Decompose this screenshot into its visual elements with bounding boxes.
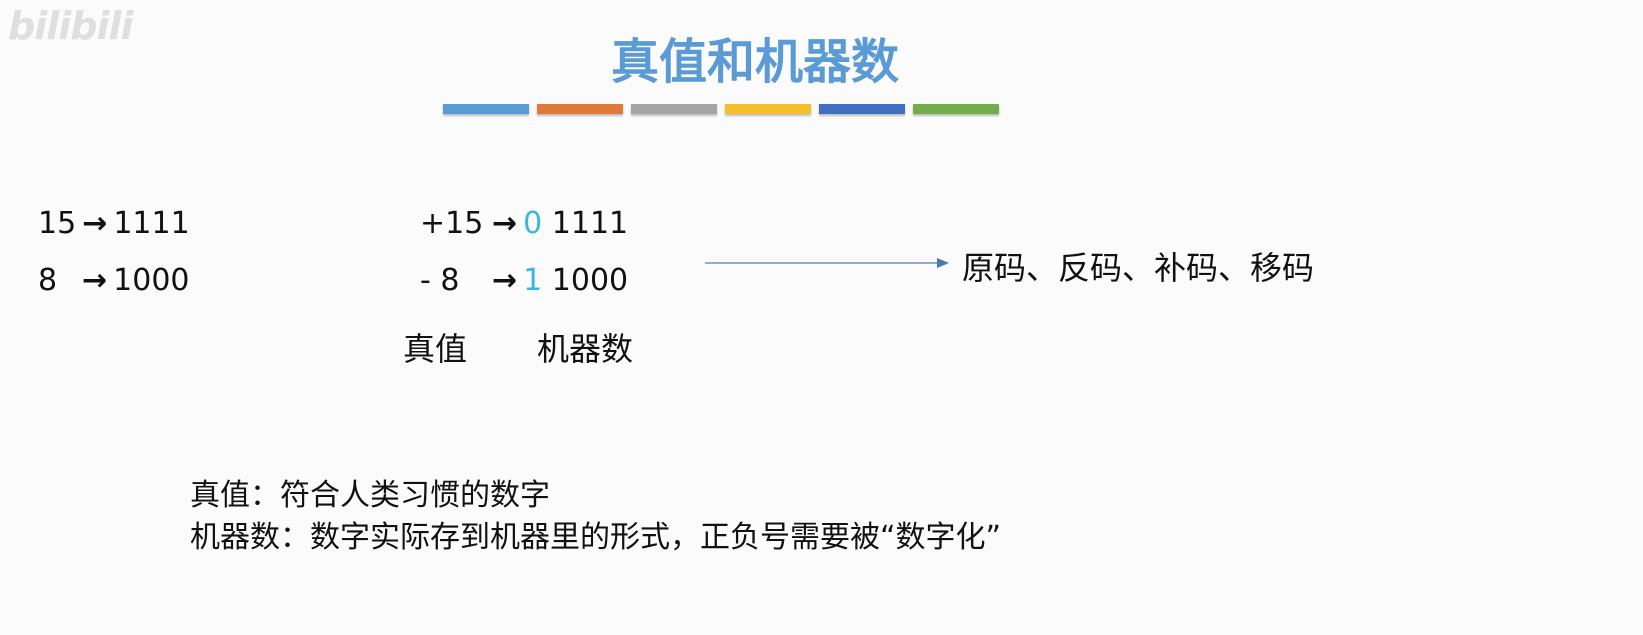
color-divider-bar [443,104,999,114]
binary-value: 1000 [113,263,190,298]
unsigned-row-2: 8 →1000 [38,263,190,299]
true-value: +15 [420,206,484,241]
long-right-arrow-icon [705,258,949,268]
code-types-label: 原码、反码、补码、移码 [962,249,1315,287]
bilibili-watermark: bilibili [8,4,134,48]
true-value: - 8 [420,263,460,298]
sign-bit: 1 [523,263,543,298]
right-arrow-icon: → [492,263,518,298]
decimal-value: 15 [38,206,77,241]
machine-number-label: 机器数 [537,330,634,368]
color-segment-6 [913,104,999,114]
slide-title: 真值和机器数 [610,34,899,90]
signed-row-1: +15→0 1111 [420,206,628,242]
magnitude-bits: 1111 [551,206,629,241]
color-segment-1 [443,104,529,114]
right-arrow-icon: → [82,206,108,241]
right-arrow-icon: → [82,263,108,298]
sign-bit: 0 [523,206,543,241]
machine-number-definition: 机器数：数字实际存到机器里的形式，正负号需要被“数字化” [190,520,1002,555]
magnitude-bits: 1000 [551,263,629,298]
color-segment-5 [819,104,905,114]
signed-row-2: - 8 →1 1000 [420,263,628,299]
color-segment-3 [631,104,717,114]
true-value-definition: 真值：符合人类习惯的数字 [190,478,550,513]
right-arrow-icon: → [492,206,518,241]
decimal-value: 8 [38,263,58,298]
unsigned-row-1: 15→1111 [38,206,190,242]
color-segment-2 [537,104,623,114]
binary-value: 1111 [113,206,190,241]
true-value-label: 真值 [403,330,468,368]
color-segment-4 [725,104,811,114]
